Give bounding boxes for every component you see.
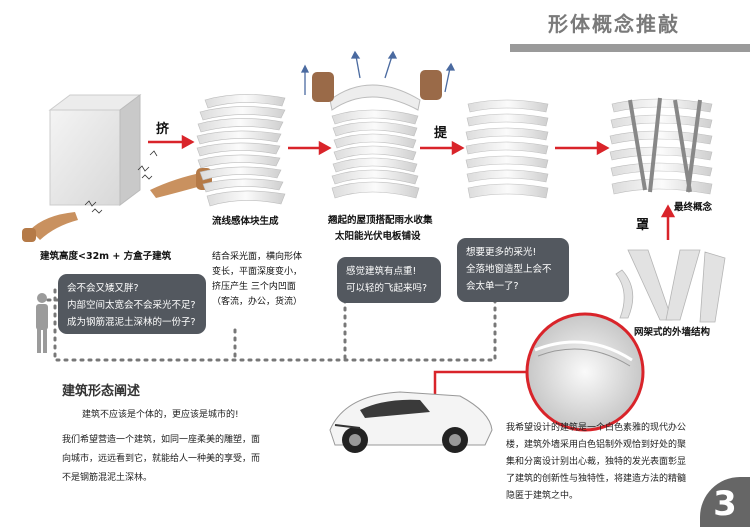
section-paragraph: 我们希望营造一个建筑，如同一座柔美的雕塑，面 向城市，远远看到它，就能给人一种美… [62,431,260,488]
question-bubble-2: 感觉建筑有点重! 可以轻的飞起来吗? [337,257,441,303]
frame-facade-model [615,249,726,323]
scale-figures-sketch [84,150,158,214]
section-heading: 建筑形态阐述 [62,384,141,399]
description-line: 集和分离设计别出心裁，独特的发光表面彰显 [506,457,687,467]
paragraph-line: 我们希望营造一个建筑，如同一座柔美的雕塑，面 [62,435,261,445]
caption-streamline: 流线感体块生成 [212,216,279,227]
streamline-desc-line: 挤压产生 三个内凹面 [212,282,296,292]
box-building-model [48,94,142,206]
design-description: 我希望设计的建筑是一个白色素雅的现代办公 楼，建筑外墙采用白色铝制外观恰到好处的… [506,420,686,505]
caption-final-concept: 最终概念 [674,202,713,213]
bubble-line: 内部空间太宽会不会采光不足? [67,300,196,311]
facade-detail-zoom [525,312,645,432]
hand-left-illustration [22,212,78,242]
dotted-flow-lines [46,288,497,362]
title-bar [510,44,750,52]
bubble-line: 想要更多的采光! [466,247,537,258]
question-bubble-3: 想要更多的采光! 全落地窗造型上会不 会太单一了? [457,238,569,302]
bubble-line: 成为钢筋混泥土深林的一份子? [67,317,196,328]
paragraph-line: 向城市，远远看到它，就能给人一种美的享受，而 [62,454,261,464]
sports-car-illustration [329,391,493,453]
glazed-tower-model [465,99,549,199]
question-bubble-1: 会不会又矮又胖? 内部空间太宽会不会采光不足? 成为钢筋混泥土深林的一份子? [58,274,206,334]
streamline-desc-line: （客流，办公，货流） [212,297,303,307]
streamline-description: 结合采光面，横向形体 变长，平面深度变小， 挤压产生 三个内凹面 （客流，办公，… [212,250,302,310]
caption-lifted-roof-1: 翘起的屋顶搭配雨水收集 [328,215,433,226]
step-label-cover: 罩 [636,218,650,233]
human-silhouette [36,293,48,353]
page-title: 形体概念推敲 [548,12,680,36]
streamline-desc-line: 变长，平面深度变小， [212,267,303,277]
step-label-lift: 提 [434,126,448,141]
paragraph-line: 不是钢筋混泥土深林。 [62,473,153,483]
description-line: 隐匿于建筑之中。 [506,491,579,501]
bubble-line: 会不会又矮又胖? [67,283,139,294]
streamline-desc-line: 结合采光面，横向形体 [212,252,303,262]
step-label-squeeze: 挤 [156,122,170,137]
description-line: 了建筑的创新性与独特性，将建造方法的精髓 [506,474,687,484]
lifted-roof-model [300,50,456,199]
description-line: 我希望设计的建筑是一个白色素雅的现代办公 [506,423,687,433]
description-line: 楼，建筑外墙采用白色铝制外观恰到好处的聚 [506,440,687,450]
bubble-line: 感觉建筑有点重! [346,266,417,277]
streamline-block-model [196,94,286,207]
caption-height-limit: 建筑高度<32m + 方盒子建筑 [40,251,172,262]
caption-frame-facade: 网架式的外墙结构 [634,327,711,338]
bubble-line: 全落地窗造型上会不 [466,264,552,275]
bubble-line: 会太单一了? [466,281,519,292]
section-lead: 建筑不应该是个体的，更应该是城市的! [82,410,239,420]
caption-lifted-roof-2: 太阳能光伏电板铺设 [335,231,421,242]
bubble-line: 可以轻的飞起来吗? [346,283,428,294]
final-concept-model [609,97,713,195]
